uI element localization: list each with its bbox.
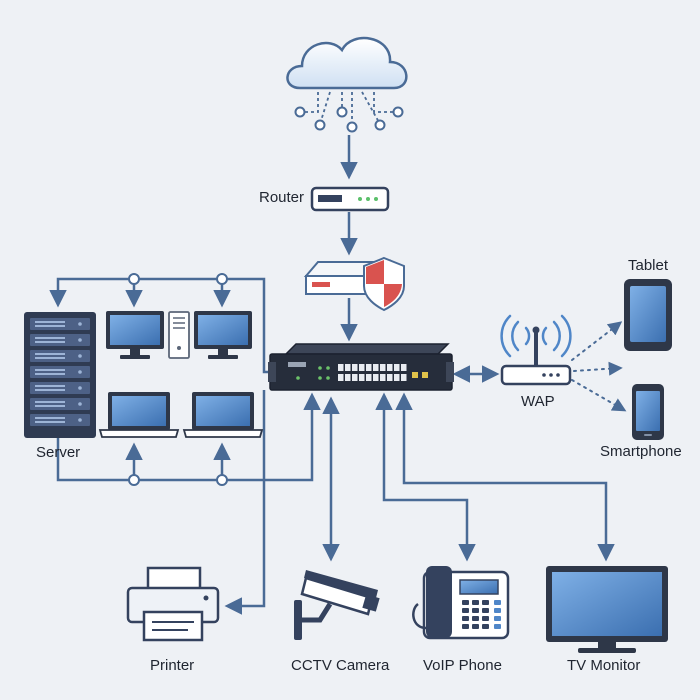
server-unit-slot: [35, 401, 65, 403]
tablet-label: Tablet: [628, 257, 669, 274]
link-switch-voip: [375, 392, 476, 562]
cctv-camera-label: CCTV Camera: [291, 657, 390, 674]
laptop-icon: [182, 392, 264, 438]
link-switch-printer: [224, 390, 266, 615]
server-unit-led: [78, 370, 82, 374]
server-icon: [24, 312, 96, 438]
server-unit-slot: [35, 389, 65, 391]
wap-label: WAP: [521, 393, 555, 410]
switch-port: [352, 364, 358, 371]
keypad-key: [472, 616, 479, 621]
link-switch-top-bus: [49, 277, 270, 374]
keypad-key: [472, 600, 479, 605]
switch-icon: [268, 343, 454, 391]
router-icon: [310, 186, 390, 212]
switch-port: [380, 374, 386, 381]
voip-phone-icon: [412, 566, 510, 640]
link-wap-smartphone-1: [573, 361, 623, 376]
smartphone-icon: [632, 384, 664, 440]
server-unit-slot: [35, 421, 65, 423]
server-unit-slot: [35, 325, 65, 327]
function-key: [494, 600, 501, 605]
keypad-key: [462, 616, 469, 621]
desktop-icon: [194, 311, 252, 359]
wap-icon: [500, 314, 572, 386]
link-wap-tablet: [571, 321, 623, 361]
server-unit-led: [78, 354, 82, 358]
tv-monitor-label: TV Monitor: [567, 657, 641, 674]
junction-dots: [128, 273, 228, 486]
switch-port: [345, 374, 351, 381]
keypad-key: [462, 624, 469, 629]
switch-port: [401, 364, 407, 371]
server-unit-led: [78, 322, 82, 326]
printer-icon: [126, 566, 220, 642]
voip-phone-label: VoIP Phone: [423, 657, 502, 674]
cloud-icon: [286, 36, 408, 133]
server-unit-slot: [35, 341, 65, 343]
switch-port: [387, 364, 393, 371]
wireless-links: [571, 321, 627, 412]
server-unit-slot: [35, 417, 65, 419]
cctv-camera-icon: [294, 570, 380, 640]
switch-port: [373, 374, 379, 381]
switch-port: [394, 364, 400, 371]
function-key: [494, 608, 501, 613]
tablet-icon: [624, 279, 672, 351]
server-unit-slot: [35, 405, 65, 407]
keypad-key: [472, 608, 479, 613]
function-key: [494, 624, 501, 629]
keypad-key: [462, 600, 469, 605]
server-unit-slot: [35, 369, 65, 371]
server-unit-led: [78, 338, 82, 342]
server-unit-led: [78, 418, 82, 422]
switch-port: [387, 374, 393, 381]
server-unit-slot: [35, 385, 65, 387]
switch-port: [366, 364, 372, 371]
switch-port: [352, 374, 358, 381]
function-key: [494, 616, 501, 621]
switch-port: [380, 364, 386, 371]
keypad-key: [482, 616, 489, 621]
router-label: Router: [259, 189, 305, 206]
switch-port: [359, 364, 365, 371]
link-wap-smartphone-2: [571, 379, 627, 412]
keypad-key: [482, 624, 489, 629]
link-switch-bottom-bus: [56, 392, 321, 482]
keypad-key: [482, 608, 489, 613]
keypad-key: [462, 608, 469, 613]
switch-port: [338, 364, 344, 371]
server-unit-slot: [35, 337, 65, 339]
server-unit-slot: [35, 373, 65, 375]
smartphone-label: Smartphone: [600, 443, 682, 460]
tower-pc-icon: [168, 311, 190, 359]
printer-label: Printer: [150, 657, 195, 674]
laptop-icon: [98, 392, 180, 438]
switch-port: [366, 374, 372, 381]
switch-port: [394, 374, 400, 381]
link-switch-tv: [395, 392, 615, 562]
server-unit-slot: [35, 321, 65, 323]
switch-port: [359, 374, 365, 381]
server-unit-slot: [35, 357, 65, 359]
tv-monitor-icon: [546, 566, 668, 653]
server-label: Server: [36, 444, 81, 461]
switch-port: [401, 374, 407, 381]
keypad-key: [472, 624, 479, 629]
server-unit-led: [78, 402, 82, 406]
switch-port: [338, 374, 344, 381]
firewall-icon: [303, 256, 405, 312]
switch-port: [373, 364, 379, 371]
server-unit-led: [78, 386, 82, 390]
desktop-icon: [106, 311, 164, 359]
switch-port: [345, 364, 351, 371]
keypad-key: [482, 600, 489, 605]
server-unit-slot: [35, 353, 65, 355]
